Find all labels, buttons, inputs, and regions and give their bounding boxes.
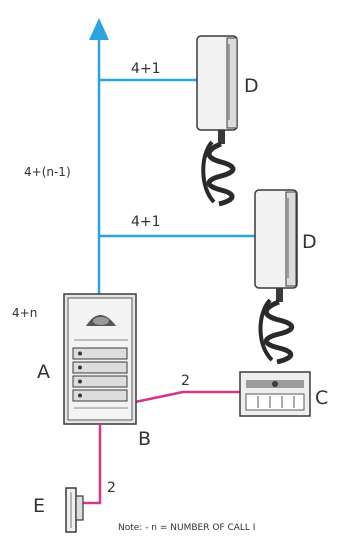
label-2-bottom: 2 [107,480,116,496]
power-supply-c [239,371,311,417]
label-4-plus-n: 4+n [12,306,37,320]
riser-arrow-icon [89,18,109,40]
component-label-e: E [33,495,45,517]
panel-to-c-line [134,390,240,404]
call-button-2 [72,361,128,374]
bus-lines [97,40,257,298]
footnote: Note: - n = NUMBER OF CALL I [118,523,255,533]
call-button-1 [72,347,128,360]
call-button-3 [72,375,128,388]
handset-cord [263,299,295,365]
label-2-right: 2 [181,373,190,389]
handset-cord [206,141,236,207]
call-button-4 [72,389,128,402]
label-4-plus-n-minus-1: 4+(n-1) [24,165,71,179]
component-label-c: C [315,387,328,409]
power-lines [82,390,240,505]
handset-d-mid [254,189,298,365]
label-4-plus-1-mid: 4+1 [131,214,161,230]
handset-d-top [196,35,238,207]
entrance-panel-a [63,293,137,425]
label-4-plus-1-top: 4+1 [131,61,161,77]
component-label-d-top: D [244,75,259,97]
component-label-a: A [37,361,50,383]
panel-to-e-line [82,425,102,505]
component-label-d-mid: D [302,231,317,253]
component-label-b: B [138,428,151,450]
door-lock-e [65,487,84,533]
